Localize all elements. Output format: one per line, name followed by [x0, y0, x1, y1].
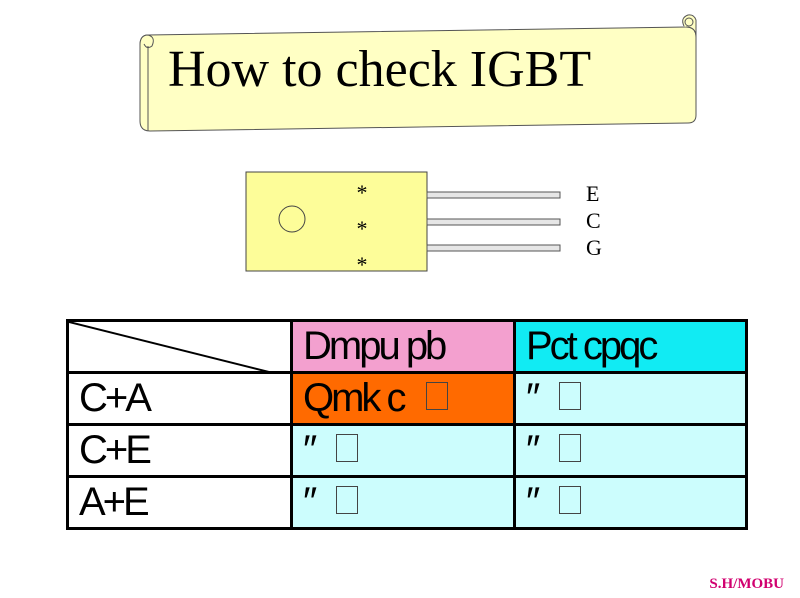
cell-text: ″	[526, 376, 540, 420]
table-cell: ″	[513, 475, 748, 530]
cell-text: ″	[303, 480, 317, 524]
corner-cell	[66, 319, 293, 374]
pin-marker: *	[356, 180, 368, 205]
igbt-component-diagram	[245, 171, 561, 272]
table-header-cell: Dmpu pb	[290, 319, 516, 374]
pin-marker: *	[356, 216, 368, 241]
diagonal-divider	[70, 323, 264, 370]
table-row: C+E ″ ″	[66, 423, 748, 478]
cell-text: ″	[303, 428, 317, 472]
table-cell: Qmk c	[290, 371, 516, 426]
pin-marker: *	[356, 252, 368, 277]
row-label: C+E	[66, 423, 293, 478]
missing-glyph-box	[559, 434, 582, 463]
page-title: How to check IGBT	[168, 41, 592, 98]
pin-label-g: G	[586, 235, 602, 260]
missing-glyph-box	[336, 486, 359, 515]
missing-glyph-box	[425, 382, 448, 411]
missing-glyph-box	[559, 486, 582, 515]
table-header-row: Dmpu pb Pct cpqc	[66, 319, 748, 374]
table-row: C+A Qmk c ″	[66, 371, 748, 426]
pin-e	[426, 191, 561, 199]
table-row: A+E ″ ″	[66, 475, 748, 530]
pin-g	[426, 244, 561, 252]
table-cell: ″	[513, 423, 748, 478]
cell-text: Qmk c	[303, 376, 407, 420]
row-label: A+E	[66, 475, 293, 530]
table-header-cell: Pct cpqc	[513, 319, 748, 374]
pin-label-c: C	[586, 208, 601, 233]
mounting-hole	[278, 205, 306, 233]
title-scroll-banner	[139, 14, 697, 132]
check-table: Dmpu pb Pct cpqc C+A Qmk c ″ C+E ″ ″ A+E…	[66, 319, 748, 530]
table-cell: ″	[290, 423, 516, 478]
pin-marker-column: * * *	[352, 178, 372, 286]
table-cell: ″	[290, 475, 516, 530]
igbt-body	[245, 171, 428, 272]
missing-glyph-box	[336, 434, 359, 463]
cell-text: ″	[526, 428, 540, 472]
row-label: C+A	[66, 371, 293, 426]
cell-text: ″	[526, 480, 540, 524]
table-cell: ″	[513, 371, 748, 426]
missing-glyph-box	[559, 382, 582, 411]
pin-label-e: E	[586, 181, 600, 206]
pin-label-column: E C G	[586, 180, 610, 261]
pin-c	[426, 218, 561, 226]
footer-credit: S.H/MOBU	[709, 576, 784, 592]
